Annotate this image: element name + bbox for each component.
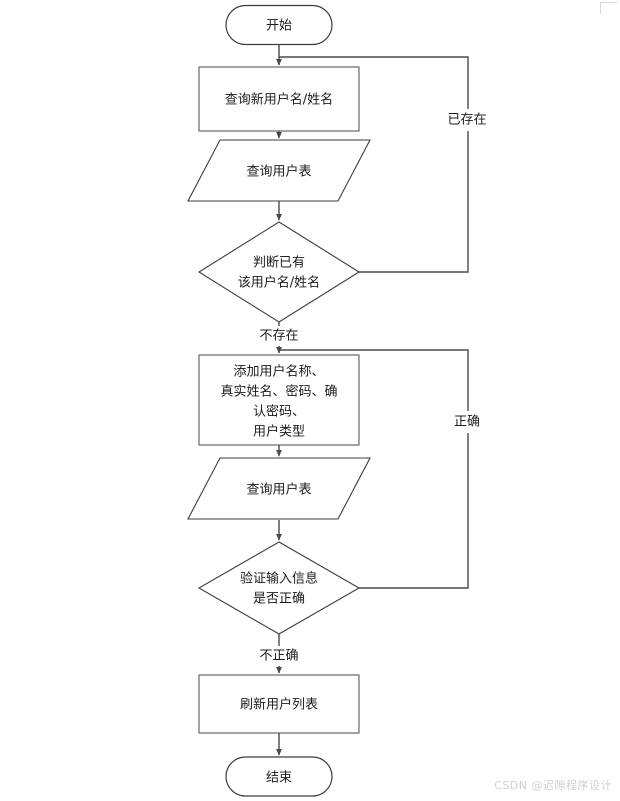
edge-label-correct-bg [444,411,490,433]
decision-username-exists-label-line1: 判断已有 [253,256,305,271]
corner-crop-mark [600,2,617,14]
refresh-user-list-label: 刷新用户列表 [240,697,318,713]
start-shape [225,4,333,46]
query-user-table-1-label: 查询用户表 [246,164,311,180]
edge-label-correct: 正确 [454,415,480,430]
edge-label-exists-bg [436,109,500,131]
node-start[interactable]: 开始 [225,4,333,46]
decision-input-valid-label-line2: 是否正确 [253,592,305,607]
add-user-details-label-line3: 认密码、 [253,404,305,420]
node-add-user-details[interactable]: 添加用户名称、 真实姓名、密码、确 认密码、 用户类型 [198,354,360,446]
query-new-username-label: 查询新用户名/姓名 [225,92,333,108]
add-user-details-shape [198,354,360,446]
connector-layer [276,44,469,756]
edge-label-not-exists-bg [247,326,311,346]
query-user-table-2-label: 查询用户表 [246,482,311,498]
edge-label-exists: 已存在 [447,113,486,128]
edge-label-not-correct: 不正确 [259,649,298,664]
decision-username-exists-label-line2: 该用户名/姓名 [238,275,320,291]
node-decision-username-exists[interactable]: 判断已有 该用户名/姓名 [197,221,361,323]
query-user-table-2-shape [187,457,371,520]
decision-username-exists-shape [197,221,361,323]
refresh-user-list-shape [198,674,360,734]
edge-decision-valid-loop-to-add-user [279,349,469,589]
node-query-user-table-2[interactable]: 查询用户表 [187,457,371,520]
edge-decision-exists-loop-to-query-name [279,56,469,273]
watermark: CSDN @迟隙程序设计 [494,779,612,792]
end-label: 结束 [266,771,292,786]
add-user-details-label-line4: 用户类型 [253,424,305,440]
edge-label-not-correct-bg [246,646,312,666]
decision-input-valid-shape [197,541,361,635]
node-query-user-table-1[interactable]: 查询用户表 [187,139,371,202]
edge-label-not-exists: 不存在 [259,329,298,344]
node-decision-input-valid[interactable]: 验证输入信息 是否正确 [197,541,361,635]
add-user-details-label-line1: 添加用户名称、 [233,364,324,380]
node-query-new-username[interactable]: 查询新用户名/姓名 [198,66,360,132]
start-label: 开始 [266,19,292,34]
edge-label-layer: 已存在 不存在 正确 不正确 [246,109,500,666]
query-user-table-1-shape [187,139,371,202]
end-shape [225,756,333,797]
add-user-details-label-line2: 真实姓名、密码、确 [220,384,337,400]
node-refresh-user-list[interactable]: 刷新用户列表 [198,674,360,734]
decision-input-valid-label-line1: 验证输入信息 [240,571,318,587]
node-end[interactable]: 结束 [225,756,333,797]
query-new-username-shape [198,66,360,132]
